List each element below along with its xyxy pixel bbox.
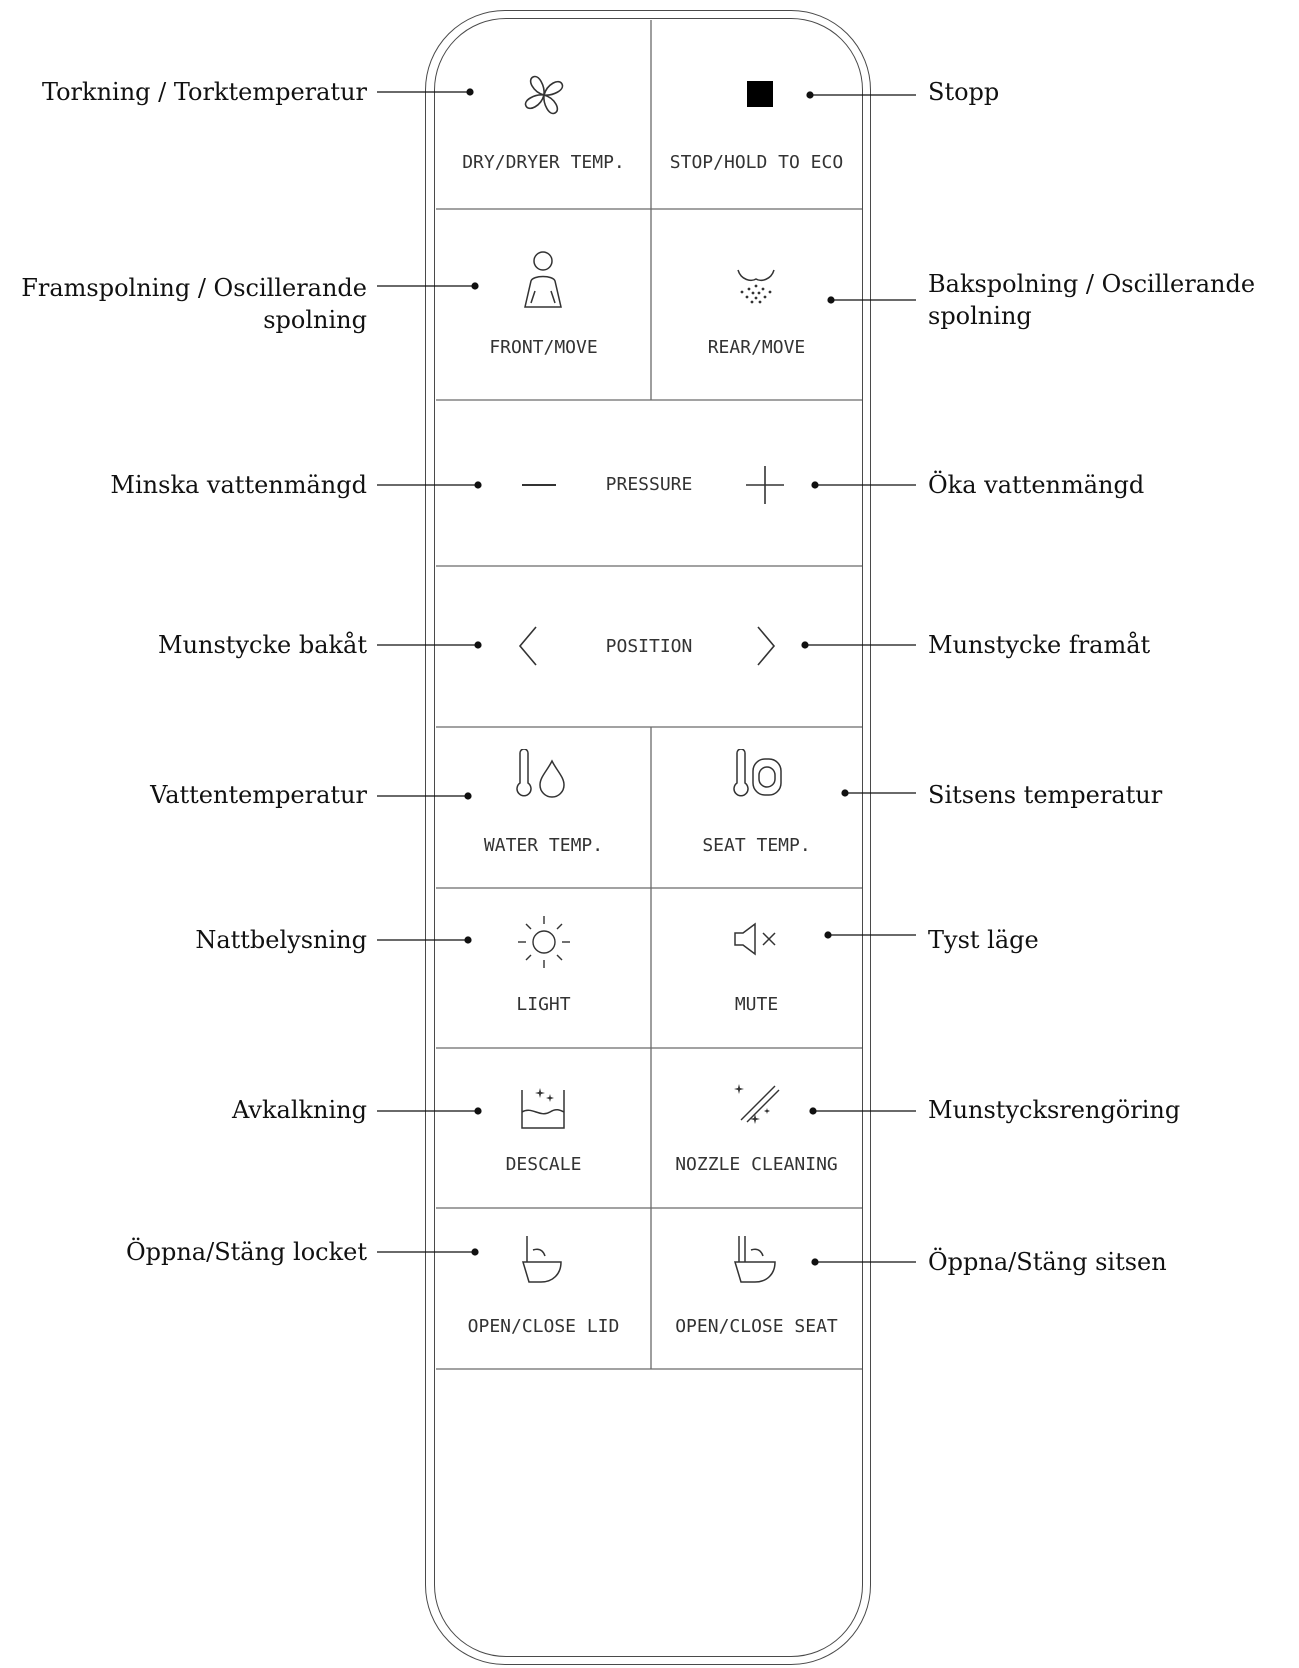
open-close-lid-button[interactable]: OPEN/CLOSE LID [436, 1208, 651, 1369]
rear-spray-icon [737, 269, 775, 304]
callout-nozzle-cleaning: Munstycksrengöring [928, 1094, 1288, 1126]
thermometer-seat-icon [733, 749, 782, 797]
toilet-seat-icon [733, 1236, 776, 1283]
callout-water-temp-text: Vattentemperatur [150, 781, 367, 809]
callout-front-line2: spolning [263, 306, 367, 334]
descale-label: DESCALE [505, 1154, 582, 1175]
callout-seat-temp: Sitsens temperatur [928, 779, 1288, 811]
callout-position-back: Munstycke bakåt [0, 629, 367, 661]
thermometer-drop-icon [516, 749, 565, 798]
pressure-label: PRESSURE [605, 474, 693, 495]
callout-mute: Tyst läge [928, 924, 1288, 956]
callout-rear: Bakspolning / Oscillerande spolning [928, 268, 1288, 332]
callout-light: Nattbelysning [0, 924, 367, 956]
callout-open-close-lid-text: Öppna/Stäng locket [125, 1238, 367, 1266]
chevron-left-icon[interactable] [516, 625, 540, 667]
callout-dry-text: Torkning / Torktemperatur [41, 78, 367, 106]
pressure-control: PRESSURE [436, 400, 862, 566]
water-temp-label: WATER TEMP. [483, 835, 604, 856]
speaker-mute-icon [734, 922, 776, 956]
stop-button-label: STOP/HOLD TO ECO [669, 152, 844, 173]
open-close-seat-button[interactable]: OPEN/CLOSE SEAT [651, 1208, 862, 1369]
remote-face [434, 18, 863, 1657]
callout-light-text: Nattbelysning [195, 926, 367, 954]
minus-icon[interactable] [522, 484, 556, 486]
person-icon [524, 251, 562, 308]
callout-descale: Avkalkning [0, 1094, 367, 1126]
rear-button[interactable]: REAR/MOVE [651, 209, 862, 400]
callout-rear-line1: Bakspolning / Oscillerande [928, 270, 1256, 298]
callout-descale-text: Avkalkning [232, 1096, 367, 1124]
remote-body-outline [425, 10, 871, 1665]
callout-mute-text: Tyst läge [928, 926, 1039, 954]
chevron-right-icon[interactable] [754, 625, 778, 667]
callout-rear-line2: spolning [928, 302, 1032, 330]
mute-label: MUTE [734, 994, 779, 1015]
callout-water-temp: Vattentemperatur [0, 779, 367, 811]
position-control: POSITION [436, 566, 862, 727]
fan-icon [524, 75, 564, 115]
callout-pressure-minus-text: Minska vattenmängd [110, 471, 367, 499]
open-close-seat-label: OPEN/CLOSE SEAT [675, 1316, 838, 1337]
nozzle-cleaning-label: NOZZLE CLEANING [675, 1154, 838, 1175]
callout-pressure-plus: Öka vattenmängd [928, 469, 1288, 501]
front-button[interactable]: FRONT/MOVE [436, 209, 651, 400]
front-button-label: FRONT/MOVE [489, 337, 598, 358]
descale-tank-icon [521, 1088, 565, 1129]
seat-temp-label: SEAT TEMP. [702, 835, 811, 856]
callout-position-back-text: Munstycke bakåt [158, 631, 367, 659]
callout-pressure-minus: Minska vattenmängd [0, 469, 367, 501]
callout-front: Framspolning / Oscillerande spolning [0, 272, 367, 336]
rear-button-label: REAR/MOVE [707, 337, 806, 358]
callout-open-close-seat: Öppna/Stäng sitsen [928, 1246, 1288, 1278]
toilet-lid-icon [521, 1236, 562, 1283]
callout-stop-text: Stopp [928, 78, 1000, 106]
callout-open-close-lid: Öppna/Stäng locket [0, 1236, 367, 1268]
dry-button-label: DRY/DRYER TEMP. [462, 152, 625, 173]
callout-pressure-plus-text: Öka vattenmängd [928, 471, 1145, 499]
callout-seat-temp-text: Sitsens temperatur [928, 781, 1163, 809]
descale-button[interactable]: DESCALE [436, 1048, 651, 1208]
callout-stop: Stopp [928, 76, 1288, 108]
callout-nozzle-cleaning-text: Munstycksrengöring [928, 1096, 1181, 1124]
seat-temp-button[interactable]: SEAT TEMP. [651, 727, 862, 888]
stop-button[interactable]: STOP/HOLD TO ECO [651, 20, 862, 209]
callout-open-close-seat-text: Öppna/Stäng sitsen [928, 1248, 1167, 1276]
mute-button[interactable]: MUTE [651, 888, 862, 1048]
callout-position-forward: Munstycke framåt [928, 629, 1288, 661]
callout-dry: Torkning / Torktemperatur [0, 76, 367, 108]
nozzle-sparkle-icon [734, 1084, 780, 1124]
open-close-lid-label: OPEN/CLOSE LID [467, 1316, 620, 1337]
nozzle-cleaning-button[interactable]: NOZZLE CLEANING [651, 1048, 862, 1208]
sun-icon [518, 916, 570, 968]
stop-square-icon [747, 81, 773, 107]
dry-button[interactable]: DRY/DRYER TEMP. [436, 20, 651, 209]
callout-front-line1: Framspolning / Oscillerande [21, 274, 367, 302]
light-button[interactable]: LIGHT [436, 888, 651, 1048]
light-label: LIGHT [516, 994, 571, 1015]
plus-icon[interactable] [746, 466, 784, 504]
water-temp-button[interactable]: WATER TEMP. [436, 727, 651, 888]
position-label: POSITION [605, 636, 693, 657]
callout-position-forward-text: Munstycke framåt [928, 631, 1151, 659]
